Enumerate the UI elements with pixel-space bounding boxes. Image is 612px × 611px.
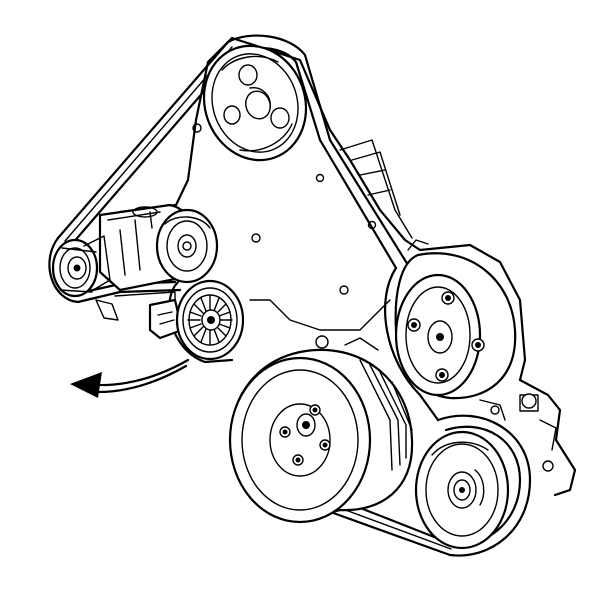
upper-pulley [202,44,308,162]
water-pump-pulley [394,252,517,400]
belt-tensioner [148,279,245,361]
crankshaft-pulley [228,337,414,524]
tensioner-spokes [187,295,233,345]
rotation-arrow-icon [70,358,190,398]
lower-right-pulley [414,430,510,550]
idler-pulley-upper [155,208,219,284]
